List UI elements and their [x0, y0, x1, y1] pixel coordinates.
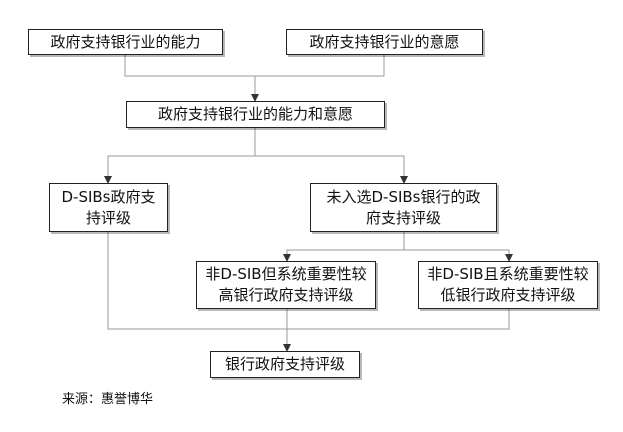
node-dsib: D-SIBs政府支持评级: [49, 183, 168, 232]
connector-willingness-to-combined: [255, 55, 385, 77]
connector-combined-to-dsib: [104, 128, 256, 184]
node-willingness: 政府支持银行业的意愿: [286, 29, 483, 55]
connector-nondsib-to-high: [283, 232, 405, 262]
connector-nondsib-to-low: [404, 249, 513, 262]
node-non-dsib: 未入选D-SIBs银行的政府支持评级: [310, 183, 497, 232]
connector-capacity-to-combined: [124, 55, 259, 102]
node-final: 银行政府支持评级: [210, 351, 360, 378]
node-high-importance: 非D-SIB但系统重要性较高银行政府支持评级: [196, 261, 376, 309]
node-capacity: 政府支持银行业的能力: [28, 29, 223, 55]
connector-dsib-to-final: [107, 232, 291, 352]
node-low-importance: 非D-SIB且系统重要性较低银行政府支持评级: [418, 261, 598, 309]
connector-combined-to-nondsib: [255, 155, 408, 184]
node-combined: 政府支持银行业的能力和意愿: [126, 101, 385, 128]
source-note: 来源：惠誉博华: [62, 392, 154, 407]
connector-low-to-final: [287, 309, 510, 330]
